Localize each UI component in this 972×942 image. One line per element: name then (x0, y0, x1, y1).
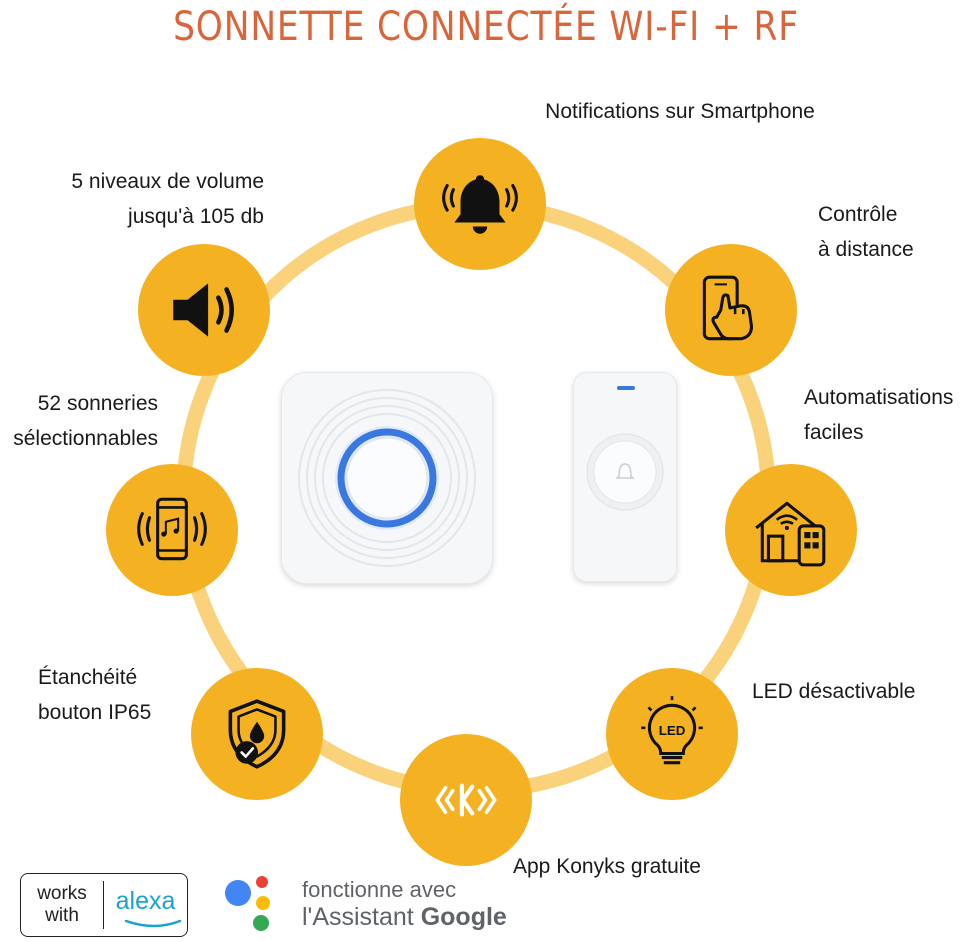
push-button-detail (586, 386, 664, 511)
google-text-line1: fonctionne avec (302, 877, 457, 902)
label-notifications: Notifications sur Smartphone (545, 100, 815, 123)
google-text-line2: l'Assistant Google (302, 903, 507, 931)
alexa-smile-icon (124, 919, 182, 927)
label-waterproof: Étanchéité bouton IP65 (38, 666, 152, 724)
led-circle: LED (606, 668, 738, 800)
works-with-alexa-badge: works with alexa (20, 873, 188, 937)
smart-home-icon (755, 501, 826, 567)
label-app: App Konyks gratuite (513, 855, 701, 878)
google-assistant-badge: fonctionne avec l'Assistant Google (222, 873, 512, 937)
label-ringtones: 52 sonneries sélectionnables (13, 392, 158, 450)
label-automation: Automatisations faciles (804, 386, 954, 444)
speaker-icon (173, 283, 234, 337)
konyks-logo-icon (435, 783, 497, 817)
label-volume: 5 niveaux de volume jusqu'à 105 db (71, 170, 264, 228)
bell-icon (442, 175, 518, 234)
water-shield-icon (228, 699, 286, 769)
google-assistant-icon (225, 876, 270, 931)
remote-control-circle (665, 244, 797, 376)
svg-text:LED: LED (659, 723, 686, 738)
ringtones-circle (106, 464, 238, 596)
chime-speaker-rings (298, 389, 476, 567)
chime-receiver-image (281, 372, 493, 584)
led-bulb-icon: LED (641, 696, 703, 765)
phone-music-icon (137, 497, 207, 561)
volume-circle (138, 244, 270, 376)
label-led: LED désactivable (752, 680, 916, 703)
app-circle (400, 734, 532, 866)
page-title: SONNETTE CONNECTÉE WI-FI + RF (173, 4, 799, 50)
phone-touch-icon (702, 275, 754, 341)
push-button-image (573, 372, 677, 582)
alexa-wordmark: alexa (104, 887, 187, 927)
label-remote: Contrôle à distance (818, 203, 914, 261)
waterproof-circle (191, 668, 323, 800)
notifications-circle (414, 138, 546, 270)
automation-circle (725, 464, 857, 596)
alexa-works-with: works with (21, 881, 104, 929)
